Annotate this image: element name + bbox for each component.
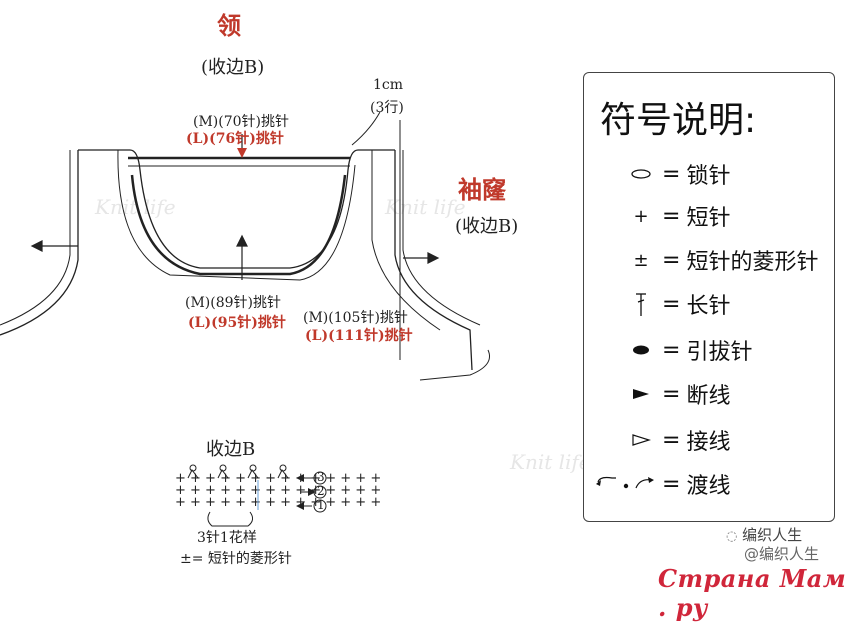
- armhole-pick-m: (M)(105针)挑针: [303, 310, 408, 326]
- legend-label: 引拔针: [686, 340, 753, 365]
- svg-text:+ + + + + + + + + + + + + +: + + + + + + + + + + + + + +: [175, 483, 381, 498]
- legend-label: 长针: [686, 294, 731, 319]
- plus-minus-icon: ±: [633, 249, 649, 271]
- background-watermark: Knit life: [510, 450, 591, 474]
- legend-item: =渡线: [594, 469, 730, 499]
- brand-watermark: ◌ 编织人生: [726, 526, 803, 544]
- armhole-edge-label: (收边B): [455, 216, 519, 237]
- neck-bottom-pick-m: (M)(89针)挑针: [185, 295, 281, 311]
- neck-top-pick-l: (L)(76针)挑针: [186, 131, 284, 147]
- chain-oval-icon: [624, 168, 658, 180]
- armhole-title: 袖窿: [458, 175, 506, 204]
- neck-edge-label: (收边B): [201, 57, 265, 78]
- handle-watermark: @编织人生: [744, 545, 820, 563]
- svg-text:+ + + + + + + + + + + + + +: + + + + + + + + + + + + + +: [175, 471, 381, 486]
- filled-triangle-icon: [624, 388, 658, 400]
- row-number-3: 3: [317, 470, 325, 484]
- row-number-1: 1: [317, 498, 325, 512]
- armhole-pick-l: (L)(111针)挑针: [305, 328, 413, 344]
- legend-label: 短针: [686, 206, 731, 231]
- legend-label: 锁针: [686, 164, 731, 189]
- svg-text:+ + + + + + + + + + + + + +: + + + + + + + + + + + + + +: [175, 495, 381, 510]
- legend-item: =引拔针: [624, 335, 752, 365]
- legend-item: =接线: [624, 425, 730, 455]
- filled-oval-icon: [624, 344, 658, 356]
- legend-label: 断线: [686, 384, 731, 409]
- chat-bubble-icon: ◌: [726, 529, 738, 544]
- neck-bottom-pick-l: (L)(95针)挑针: [188, 315, 286, 331]
- pattern-note: 3针1花样: [197, 530, 257, 546]
- rows-label: (3行): [370, 100, 404, 116]
- vest-schematic: + + + + + + + + + + + + + + + + + + + + …: [0, 111, 490, 527]
- legend-title: 符号说明:: [600, 100, 757, 141]
- legend-label: 接线: [686, 430, 731, 455]
- plus-icon: +: [633, 205, 649, 227]
- legend-item: =长针: [624, 289, 730, 319]
- diamond-note: ±= 短针的菱形针: [180, 551, 292, 567]
- symbol-legend: 符号说明: =锁针 + =短针 ± =短针的菱形针 =长针 =引拔针 =断线 =…: [583, 72, 835, 522]
- cm-label: 1cm: [373, 77, 404, 93]
- neck-title: 领: [217, 11, 241, 40]
- background-watermark: Knit life: [385, 195, 466, 219]
- site-watermark: Страна Мам . ру: [658, 564, 847, 622]
- edge-b-title: 收边B: [206, 439, 256, 460]
- row-number-2: 2: [317, 484, 325, 498]
- outline-triangle-icon: [624, 434, 658, 446]
- carry-yarn-icon: [594, 474, 658, 494]
- legend-item: =断线: [624, 379, 730, 409]
- legend-item: + =短针: [624, 201, 731, 232]
- legend-label: 渡线: [686, 474, 731, 499]
- neck-top-pick-m: (M)(70针)挑针: [193, 114, 289, 130]
- legend-label: 短针的菱形针: [686, 250, 819, 275]
- double-crochet-icon: [624, 291, 658, 317]
- legend-item: ± =短针的菱形针: [624, 245, 819, 276]
- legend-item: =锁针: [624, 159, 730, 189]
